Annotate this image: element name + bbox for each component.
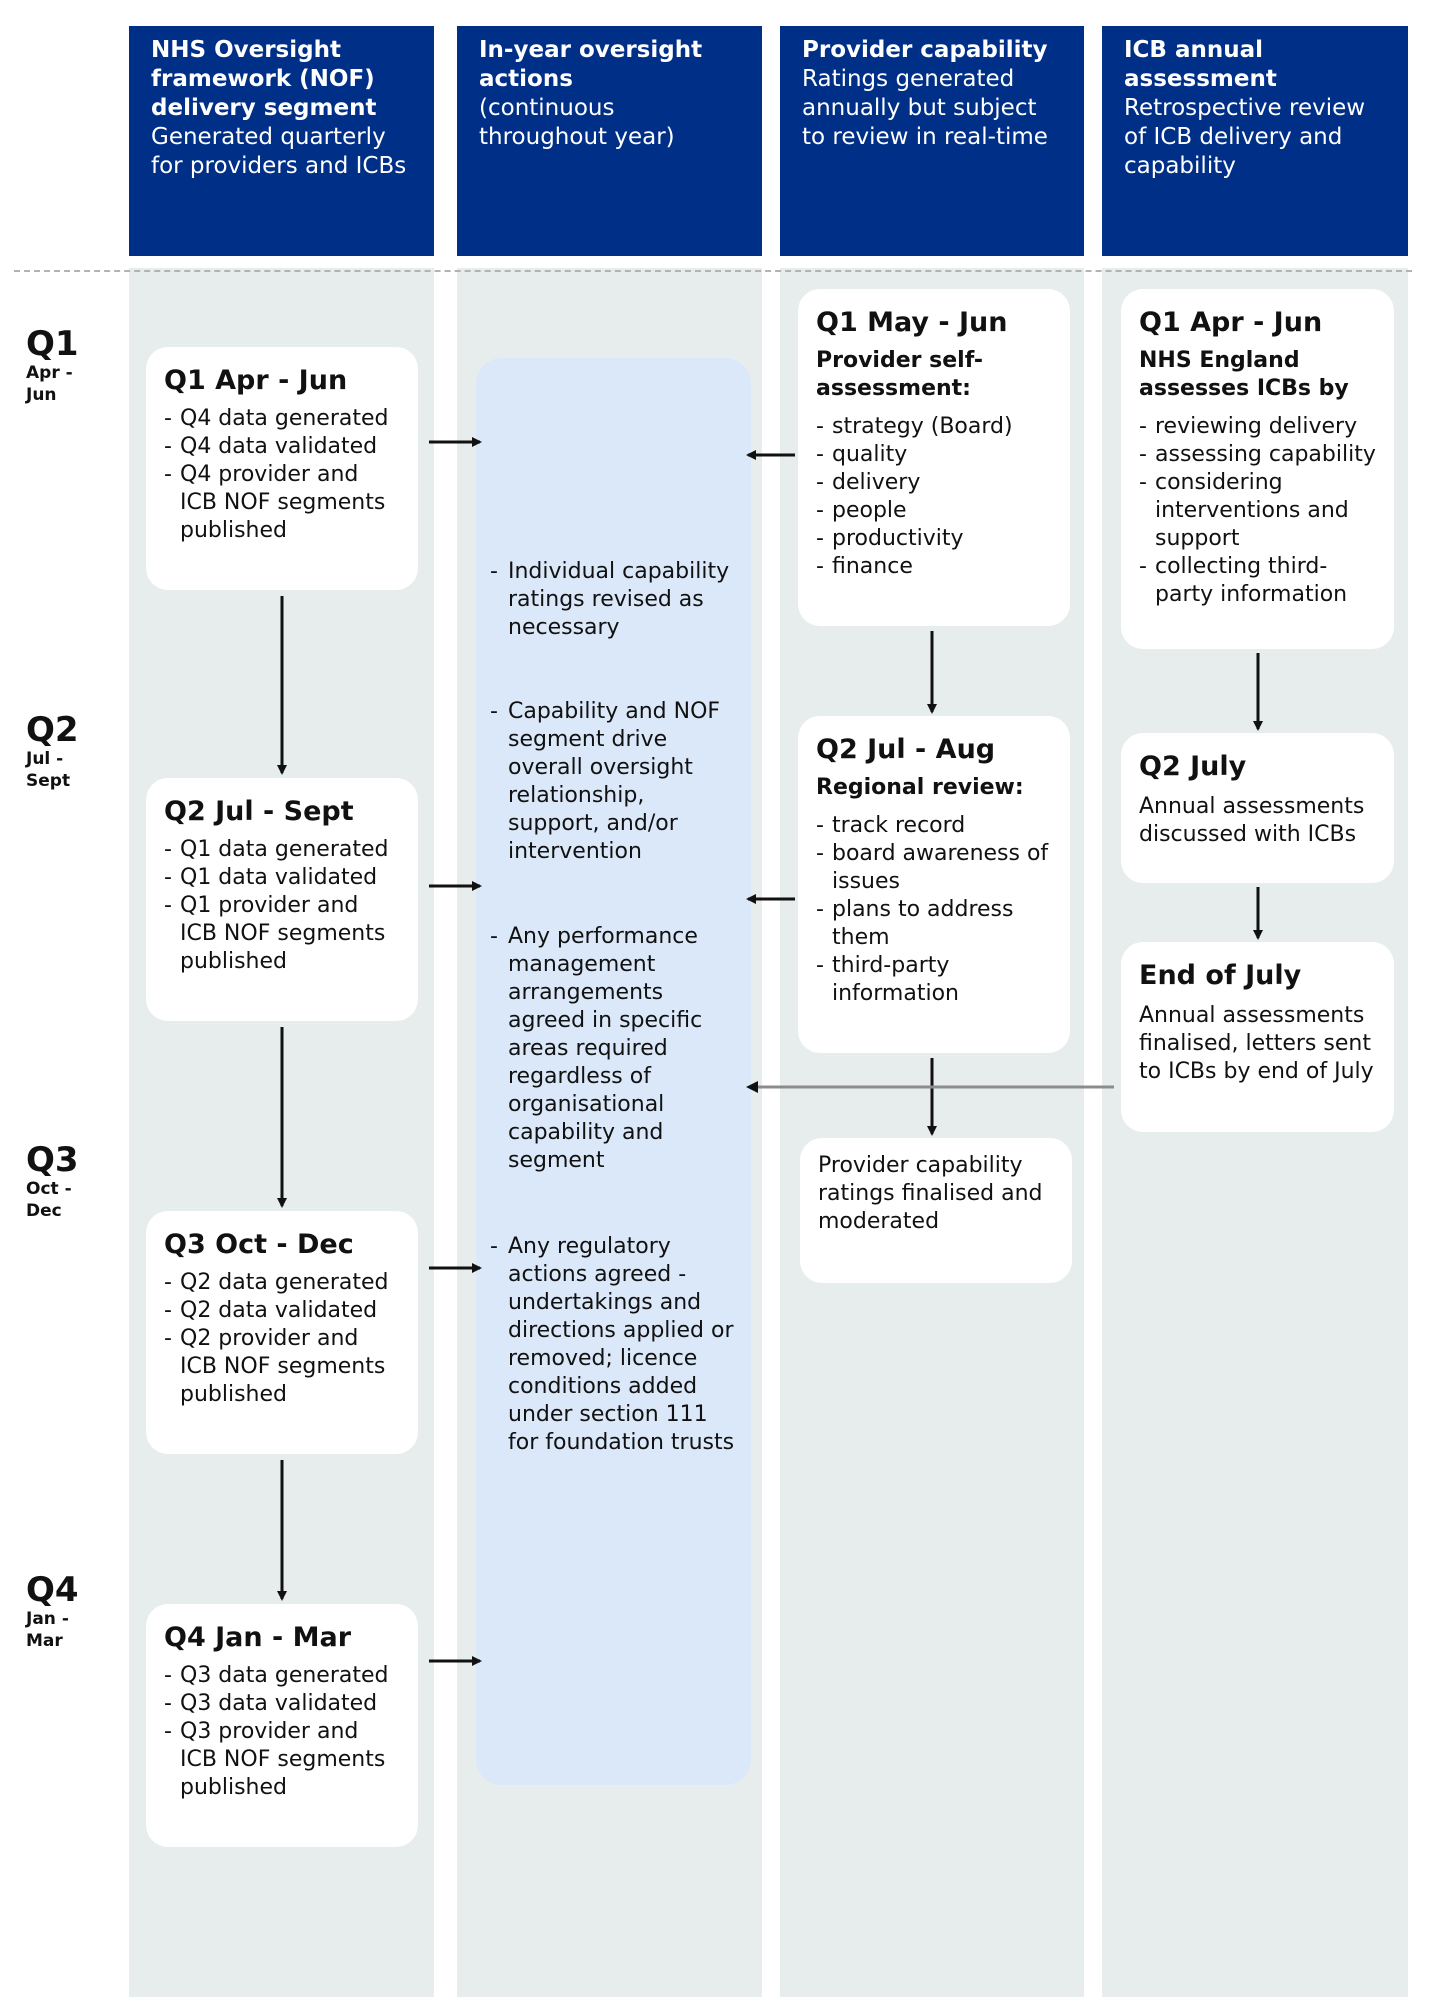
quarter-name: Q1 xyxy=(26,324,79,364)
list-item: collecting third-party information xyxy=(1139,553,1376,609)
list-item: Q4 data validated xyxy=(164,433,400,461)
card-title: Q2 Jul - Sept xyxy=(164,796,354,827)
list-item: people xyxy=(816,497,1052,525)
list-item: reviewing delivery xyxy=(1139,413,1376,441)
card-list: track record board awareness of issues p… xyxy=(816,812,1052,1008)
card-list: Q4 data generated Q4 data validated Q4 p… xyxy=(164,405,400,545)
quarter-name: Q3 xyxy=(26,1140,79,1180)
list-item: Q1 provider and ICB NOF segments publish… xyxy=(164,892,400,976)
column-header-provider: Provider capability Ratings generated an… xyxy=(780,26,1084,256)
list-item: Q1 data validated xyxy=(164,864,400,892)
list-item: quality xyxy=(816,441,1052,469)
list-item: Q1 data generated xyxy=(164,836,400,864)
list-item: third-party information xyxy=(816,952,1052,1008)
card-subtitle: Provider self-assessment: xyxy=(816,348,984,401)
header-subtitle: (continuous throughout year) xyxy=(479,95,675,150)
list-item: delivery xyxy=(816,469,1052,497)
list-item: board awareness of issues xyxy=(816,840,1052,896)
list-item: strategy (Board) xyxy=(816,413,1052,441)
header-title: ICB annual assessment xyxy=(1124,37,1277,92)
nof-card-q3: Q3 Oct - Dec Q2 data generated Q2 data v… xyxy=(146,1211,418,1454)
icb-card-end-july: End of July Annual assessments finalised… xyxy=(1121,942,1394,1132)
card-subtitle: Regional review: xyxy=(816,775,1024,800)
card-subtitle: NHS England assesses ICBs by xyxy=(1139,348,1349,401)
card-list: strategy (Board) quality delivery people… xyxy=(816,413,1052,581)
card-title: Q1 Apr - Jun xyxy=(1139,307,1323,338)
column-header-icb: ICB annual assessment Retrospective revi… xyxy=(1102,26,1408,256)
nof-card-q1: Q1 Apr - Jun Q4 data generated Q4 data v… xyxy=(146,347,418,590)
quarter-label-q3: Q3 Oct - Dec xyxy=(26,1142,96,1222)
card-title: Q4 Jan - Mar xyxy=(164,1622,352,1653)
header-title: In-year oversight actions xyxy=(479,37,703,92)
header-subtitle: Ratings generated annually but subject t… xyxy=(802,66,1048,150)
provider-card-q2: Q2 Jul - Aug Regional review: track reco… xyxy=(798,716,1070,1053)
list-item: Q4 provider and ICB NOF segments publish… xyxy=(164,461,400,545)
header-title: NHS Oversight framework (NOF) delivery s… xyxy=(151,37,377,121)
list-item: Q2 data generated xyxy=(164,1269,400,1297)
list-item: Q3 data generated xyxy=(164,1662,400,1690)
nof-card-q2: Q2 Jul - Sept Q1 data generated Q1 data … xyxy=(146,778,418,1021)
column-header-in-year: In-year oversight actions (continuous th… xyxy=(457,26,762,256)
provider-card-q1: Q1 May - Jun Provider self-assessment: s… xyxy=(798,289,1070,626)
list-item: finance xyxy=(816,553,1052,581)
quarter-label-q2: Q2 Jul - Sept xyxy=(26,712,96,792)
arrow-icb-to-actions-head xyxy=(746,1081,758,1093)
list-item: Q2 data validated xyxy=(164,1297,400,1325)
list-item: productivity xyxy=(816,525,1052,553)
card-text: Provider capability ratings finalised an… xyxy=(818,1153,1043,1234)
list-item: Any performance management arrangements … xyxy=(490,923,741,1175)
nof-card-q4: Q4 Jan - Mar Q3 data generated Q3 data v… xyxy=(146,1604,418,1847)
quarter-name: Q2 xyxy=(26,710,79,750)
card-title: Q2 Jul - Aug xyxy=(816,734,996,765)
card-list: reviewing delivery assessing capability … xyxy=(1139,413,1376,609)
icb-card-q1: Q1 Apr - Jun NHS England assesses ICBs b… xyxy=(1121,289,1394,649)
list-item: Individual capability ratings revised as… xyxy=(490,558,741,642)
card-text: Annual assessments discussed with ICBs xyxy=(1139,794,1365,847)
quarter-label-q4: Q4 Jan - Mar xyxy=(26,1572,96,1652)
column-header-nof: NHS Oversight framework (NOF) delivery s… xyxy=(129,26,434,256)
quarter-months: Jan - Mar xyxy=(26,1609,69,1651)
quarter-months: Jul - Sept xyxy=(26,749,71,791)
list-item: Q3 data validated xyxy=(164,1690,400,1718)
list-item: Q4 data generated xyxy=(164,405,400,433)
card-list: Q1 data generated Q1 data validated Q1 p… xyxy=(164,836,400,976)
list-item: Q3 provider and ICB NOF segments publish… xyxy=(164,1718,400,1802)
list-item: Capability and NOF segment drive overall… xyxy=(490,698,741,866)
icb-card-q2: Q2 July Annual assessments discussed wit… xyxy=(1121,733,1394,883)
card-text: Annual assessments finalised, letters se… xyxy=(1139,1003,1374,1084)
header-subtitle: Retrospective review of ICB delivery and… xyxy=(1124,95,1366,179)
card-list: Q2 data generated Q2 data validated Q2 p… xyxy=(164,1269,400,1409)
list-item: assessing capability xyxy=(1139,441,1376,469)
list-item: Any regulatory actions agreed - undertak… xyxy=(490,1233,741,1457)
header-subtitle: Generated quarterly for providers and IC… xyxy=(151,124,407,179)
quarter-name: Q4 xyxy=(26,1570,79,1610)
card-title: Q2 July xyxy=(1139,751,1247,782)
card-title: Q1 May - Jun xyxy=(816,307,1008,338)
card-title: End of July xyxy=(1139,960,1302,991)
list-item: plans to address them xyxy=(816,896,1052,952)
quarter-months: Oct - Dec xyxy=(26,1179,72,1221)
quarter-label-q1: Q1 Apr - Jun xyxy=(26,326,96,406)
card-title: Q3 Oct - Dec xyxy=(164,1229,354,1260)
quarter-months: Apr - Jun xyxy=(26,363,73,405)
card-title: Q1 Apr - Jun xyxy=(164,365,348,396)
header-separator xyxy=(14,270,1412,272)
list-item: track record xyxy=(816,812,1052,840)
list-item: considering interventions and support xyxy=(1139,469,1376,553)
in-year-actions-panel: Individual capability ratings revised as… xyxy=(476,358,751,1785)
card-list: Q3 data generated Q3 data validated Q3 p… xyxy=(164,1662,400,1802)
provider-card-final: Provider capability ratings finalised an… xyxy=(800,1138,1072,1283)
list-item: Q2 provider and ICB NOF segments publish… xyxy=(164,1325,400,1409)
header-title: Provider capability xyxy=(802,37,1048,63)
